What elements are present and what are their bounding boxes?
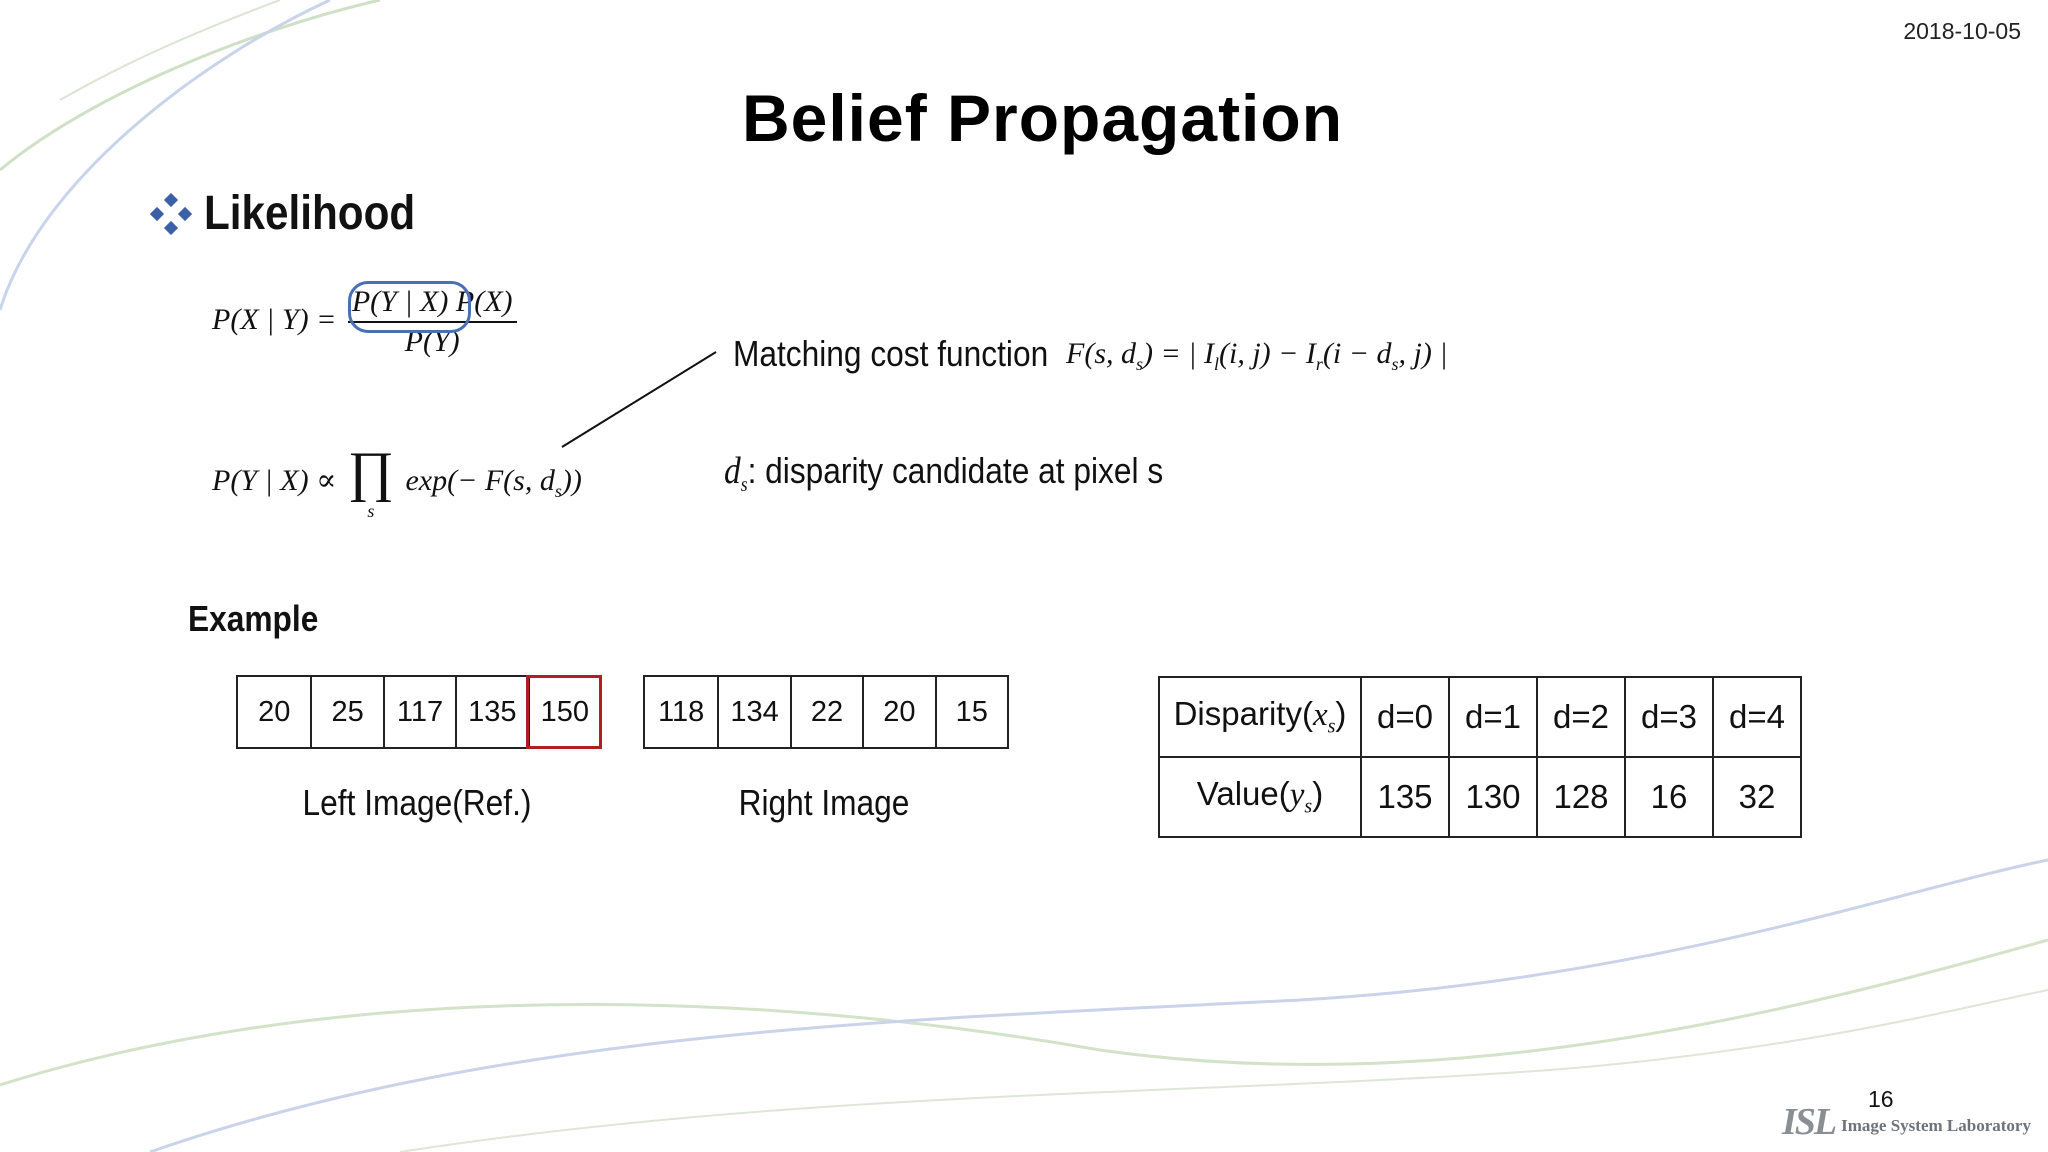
logo-text: Image System Laboratory xyxy=(1841,1116,2031,1135)
value-header-var: y xyxy=(1289,777,1305,814)
value-header-text: Value( xyxy=(1196,775,1290,813)
disparity-cell: d=1 xyxy=(1448,676,1538,758)
value-cell: 130 xyxy=(1448,756,1538,838)
table-row: Disparity(xs) d=0 d=1 d=2 d=3 d=4 xyxy=(1158,676,1802,758)
disparity-note-text: : disparity candidate at pixel s xyxy=(747,450,1164,491)
disparity-header-text: Disparity( xyxy=(1173,695,1313,733)
bayes-fraction: P(Y | X) P(X) P(Y) xyxy=(347,281,517,359)
likelihood-equation: P(Y | X) ∝ ∏ s exp(− F(s, ds)) xyxy=(212,441,582,521)
slide-title: Belief Propagation xyxy=(741,81,1344,155)
section-heading-text: Likelihood xyxy=(204,187,416,240)
cost-sub-s: s xyxy=(1136,354,1144,374)
matching-cost-label: Matching cost function xyxy=(733,333,1049,374)
right-pixel-cell: 20 xyxy=(862,677,934,747)
cost-sub-l: l xyxy=(1214,354,1220,374)
likelihood-rhs-end: )) xyxy=(561,463,582,497)
value-header-sub: s xyxy=(1304,795,1313,818)
bayes-equation: P(X | Y) = P(Y | X) P(X) P(Y) xyxy=(212,281,517,359)
left-pixel-cell: 135 xyxy=(455,677,527,747)
disparity-header-close: ) xyxy=(1335,695,1347,733)
bayes-numerator: P(Y | X) P(X) xyxy=(347,281,517,333)
product-symbol: ∏ xyxy=(347,441,394,503)
product-operator: ∏ s xyxy=(347,441,394,521)
cost-formula-part4: (i − d xyxy=(1322,337,1392,370)
bayes-lhs: P(X | Y) = xyxy=(212,302,337,336)
disparity-table: Disparity(xs) d=0 d=1 d=2 d=3 d=4 Value(… xyxy=(1158,676,1802,838)
disparity-symbol: d xyxy=(724,450,741,492)
disparity-header-var: x xyxy=(1312,697,1328,734)
logo-mark: ISL xyxy=(1782,1101,1837,1143)
right-image-pixels: 118 134 22 20 15 xyxy=(643,675,1009,749)
left-pixel-cell: 117 xyxy=(382,677,455,747)
table-row: Value(ys) 135 130 128 16 32 xyxy=(1158,756,1802,838)
matching-cost-formula: F(s, ds) = | Il(i, j) − Ir(i − ds, j) | xyxy=(1066,337,1448,375)
bayes-numerator-circled: P(Y | X) xyxy=(351,285,449,318)
left-pixel-cell: 25 xyxy=(310,677,382,747)
disparity-symbol-sub: s xyxy=(740,474,748,497)
page-number: 16 xyxy=(1868,1086,1894,1112)
disparity-cell: d=0 xyxy=(1360,676,1450,758)
likelihood-rhs: exp(− F(s, d xyxy=(405,463,555,497)
cost-formula-part5: , j) | xyxy=(1398,337,1448,370)
left-image-caption: Left Image(Ref.) xyxy=(302,782,532,823)
right-pixel-cell: 22 xyxy=(789,677,862,747)
date-label: 2018-10-05 xyxy=(1903,18,2021,44)
value-header-close: ) xyxy=(1312,775,1324,813)
left-pixel-cell-highlighted: 150 xyxy=(525,675,602,749)
likelihood-lhs: P(Y | X) ∝ xyxy=(212,463,337,497)
diamond-bullet-icon xyxy=(150,192,192,235)
disparity-row-header: Disparity(xs) xyxy=(1158,676,1362,758)
cost-formula-part1: F(s, d xyxy=(1066,337,1136,370)
left-pixel-cell: 20 xyxy=(258,695,291,728)
cost-formula-part3: (i, j) − I xyxy=(1219,337,1316,370)
disparity-cell: d=2 xyxy=(1536,676,1626,758)
right-image-caption: Right Image xyxy=(738,782,910,823)
lab-logo: ISL Image System Laboratory xyxy=(1782,1101,2031,1143)
right-pixel-cell: 118 xyxy=(658,695,705,728)
value-cell: 16 xyxy=(1624,756,1714,838)
disparity-cell: d=4 xyxy=(1712,676,1802,758)
likelihood-rhs-subscript: s xyxy=(554,480,562,501)
left-image-pixels: 20 25 117 135 150 xyxy=(236,675,602,749)
right-pixel-cell: 134 xyxy=(717,677,789,747)
cost-sub-d: s xyxy=(1391,354,1399,374)
disparity-note: ds: disparity candidate at pixel s xyxy=(724,449,1163,497)
disparity-header-sub: s xyxy=(1327,715,1336,738)
cost-formula-part2: ) = | I xyxy=(1143,337,1214,370)
right-pixel-cell: 15 xyxy=(934,677,1007,747)
example-label: Example xyxy=(188,598,319,639)
disparity-cell: d=3 xyxy=(1624,676,1714,758)
likelihood-highlight-circle xyxy=(347,281,471,333)
value-row-header: Value(ys) xyxy=(1158,756,1362,838)
value-cell: 32 xyxy=(1712,756,1802,838)
product-subscript: s xyxy=(367,501,375,521)
value-cell: 128 xyxy=(1536,756,1626,838)
section-heading: Likelihood xyxy=(150,186,444,241)
cost-sub-r: r xyxy=(1315,354,1323,374)
value-cell: 135 xyxy=(1360,756,1450,838)
